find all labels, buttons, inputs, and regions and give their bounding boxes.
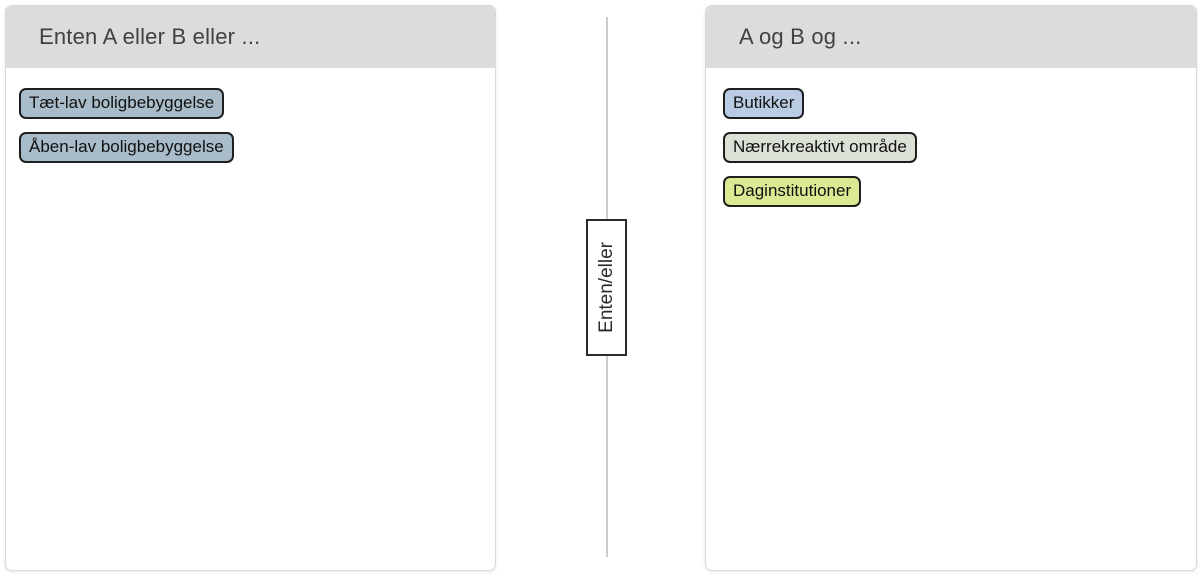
divider-label-box: Enten/eller <box>586 219 627 356</box>
draggable-chip[interactable]: Åben-lav boligbebyggelse <box>19 132 234 163</box>
and-panel-header: A og B og ... <box>706 6 1196 68</box>
and-dropzone[interactable]: Butikker Nærrekreaktivt område Daginstit… <box>706 68 1196 570</box>
and-panel-title: A og B og ... <box>739 24 862 49</box>
draggable-chip[interactable]: Butikker <box>723 88 805 119</box>
draggable-chip[interactable]: Daginstitutioner <box>723 176 862 207</box>
draggable-chip[interactable]: Nærrekreaktivt område <box>723 132 917 163</box>
and-panel: A og B og ... Butikker Nærrekreaktivt om… <box>705 5 1197 571</box>
draggable-chip[interactable]: Tæt-lav boligbebyggelse <box>19 88 225 119</box>
either-or-dropzone[interactable]: Tæt-lav boligbebyggelse Åben-lav boligbe… <box>6 68 495 570</box>
either-or-panel-header: Enten A eller B eller ... <box>6 6 495 68</box>
either-or-panel-title: Enten A eller B eller ... <box>39 24 261 49</box>
either-or-panel: Enten A eller B eller ... Tæt-lav boligb… <box>5 5 496 571</box>
divider-label: Enten/eller <box>595 242 617 333</box>
